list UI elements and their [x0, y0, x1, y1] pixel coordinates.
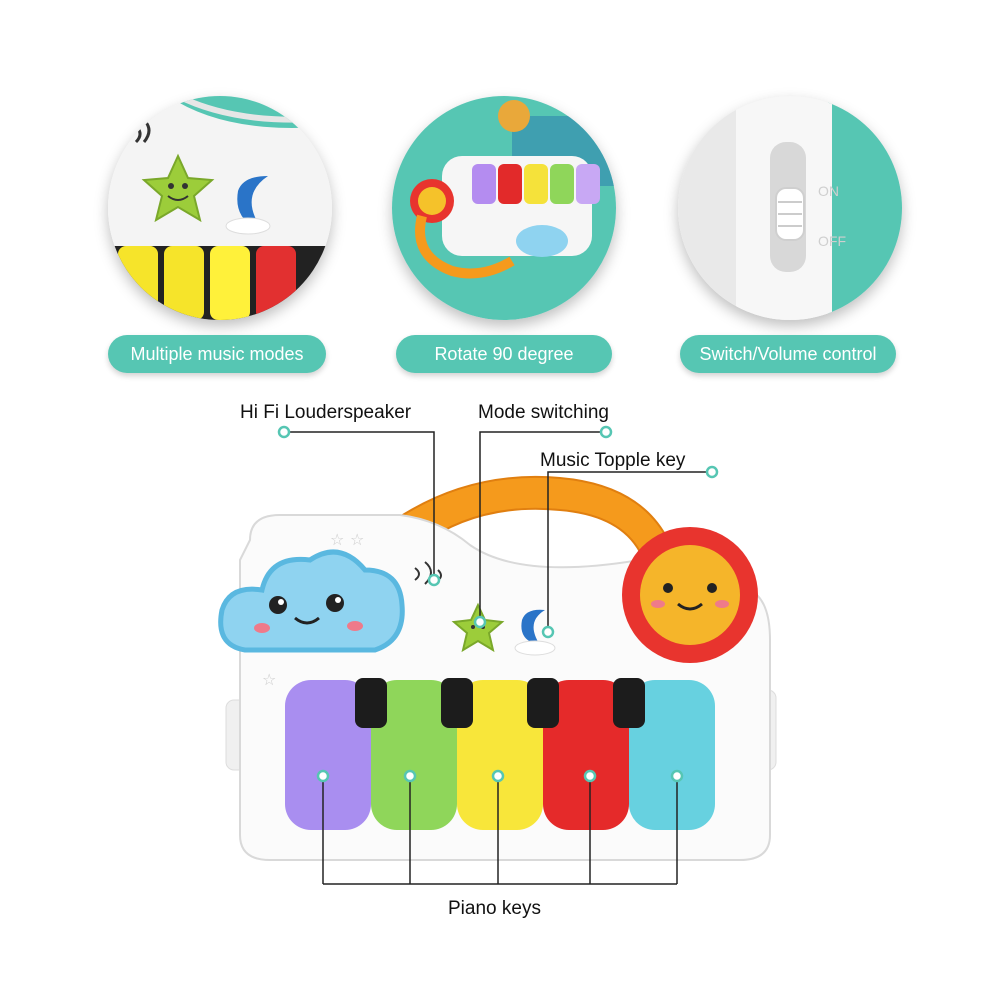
star-icon: ☆	[330, 530, 344, 549]
feature-label-music-modes: Multiple music modes	[108, 335, 326, 373]
piano-key-red[interactable]	[543, 680, 629, 830]
callout-mode-label: Mode switching	[478, 402, 609, 423]
feature-label-switch: Switch/Volume control	[680, 335, 896, 373]
star-icon: ☆	[262, 670, 276, 689]
moon-toggle-key[interactable]	[521, 609, 545, 645]
piano-key-purple[interactable]	[285, 680, 371, 830]
sun-button[interactable]	[622, 527, 758, 663]
piano-key-blue[interactable]	[629, 680, 715, 830]
callout-dots	[277, 425, 719, 783]
callout-keys-label: Piano keys	[448, 898, 541, 919]
black-key[interactable]	[441, 678, 473, 728]
switch-on-text: ON	[818, 183, 839, 199]
callout-speaker-label: Hi Fi Louderspeaker	[240, 402, 412, 423]
callout-toggle-label: Music Topple key	[540, 450, 686, 471]
feature-image-rotate	[392, 96, 616, 320]
feature-label-rotate: Rotate 90 degree	[396, 335, 612, 373]
star-icon: ☆	[350, 530, 364, 549]
callout-lines	[288, 431, 710, 885]
cloud-light	[218, 549, 405, 653]
piano-key-green[interactable]	[371, 680, 457, 830]
feature-image-switch: ON OFF	[678, 96, 902, 320]
switch-off-text: OFF	[818, 233, 846, 249]
black-key[interactable]	[613, 678, 645, 728]
piano-key-yellow[interactable]	[457, 680, 543, 830]
black-key[interactable]	[527, 678, 559, 728]
black-key[interactable]	[355, 678, 387, 728]
